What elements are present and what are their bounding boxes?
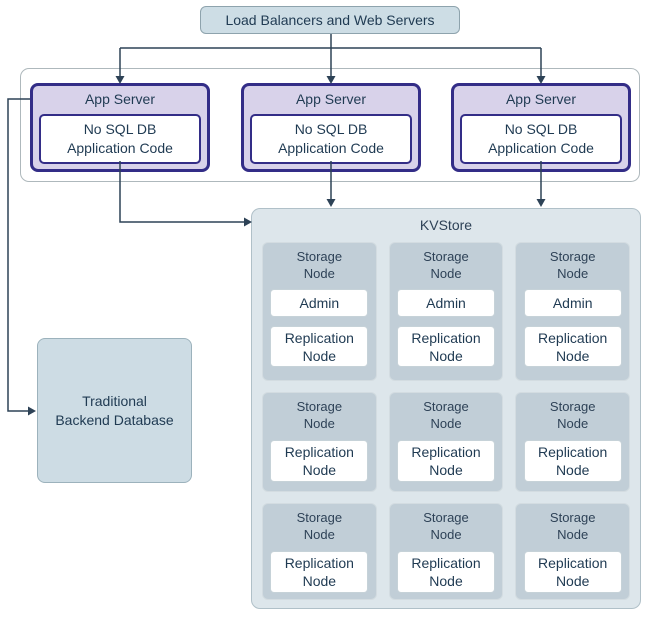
storage-node-4: Storage Node Replication Node <box>262 392 377 492</box>
replication-node-box: Replication Node <box>523 551 622 593</box>
storage-node-label: Storage Node <box>296 399 343 431</box>
traditional-backend-database-box: Traditional Backend Database <box>37 338 192 483</box>
storage-node-label: Storage Node <box>549 399 596 431</box>
replication-node-box: Replication Node <box>397 551 495 593</box>
kvstore-container: KVStore Storage Node Admin Replication N… <box>251 208 641 609</box>
arrowhead-right-backend-db <box>28 406 36 416</box>
storage-node-8: Storage Node Replication Node <box>388 503 504 600</box>
storage-node-label: Storage Node <box>296 249 343 281</box>
app-server-3-code-box: No SQL DB Application Code <box>460 114 622 164</box>
arrowhead-down-kvstore-right <box>536 199 546 207</box>
code-line-2: Application Code <box>278 140 384 156</box>
storage-node-label: Storage Node <box>423 399 469 431</box>
app-server-1: App Server No SQL DB Application Code <box>30 83 210 172</box>
app-server-2: App Server No SQL DB Application Code <box>241 83 421 172</box>
storage-node-1: Storage Node Admin Replication Node <box>262 242 377 381</box>
kvstore-row-2: Storage Node Replication Node Storage No… <box>262 392 631 492</box>
code-line-1: No SQL DB <box>83 121 157 137</box>
storage-node-label: Storage Node <box>423 249 469 281</box>
admin-box: Admin <box>270 289 369 317</box>
storage-node-label: Storage Node <box>549 249 596 281</box>
app-server-3-label: App Server <box>505 91 577 107</box>
code-line-2: Application Code <box>67 140 173 156</box>
storage-node-3: Storage Node Admin Replication Node <box>515 242 631 381</box>
storage-node-7: Storage Node Replication Node <box>262 503 377 600</box>
replication-node-box: Replication Node <box>397 326 495 367</box>
code-line-1: No SQL DB <box>294 121 368 137</box>
replication-node-box: Replication Node <box>523 326 622 367</box>
storage-node-2: Storage Node Admin Replication Node <box>388 242 504 381</box>
code-line-2: Application Code <box>488 140 594 156</box>
storage-node-label: Storage Node <box>296 510 343 542</box>
storage-node-6: Storage Node Replication Node <box>515 392 631 492</box>
arrowhead-down-kvstore-mid <box>326 199 336 207</box>
load-balancers-label: Load Balancers and Web Servers <box>225 12 435 28</box>
app-server-1-label: App Server <box>84 91 156 107</box>
admin-box: Admin <box>397 289 495 317</box>
storage-node-label: Storage Node <box>423 510 469 542</box>
storage-node-9: Storage Node Replication Node <box>515 503 631 600</box>
replication-node-box: Replication Node <box>270 551 369 593</box>
app-server-3: App Server No SQL DB Application Code <box>451 83 631 172</box>
replication-node-box: Replication Node <box>270 440 369 482</box>
kvstore-grid: Storage Node Admin Replication Node Stor… <box>252 242 640 600</box>
kvstore-title: KVStore <box>419 217 473 233</box>
app-server-2-code-box: No SQL DB Application Code <box>250 114 412 164</box>
replication-node-box: Replication Node <box>270 326 369 367</box>
load-balancers-box: Load Balancers and Web Servers <box>200 6 460 34</box>
app-server-2-label: App Server <box>295 91 367 107</box>
kvstore-row-1: Storage Node Admin Replication Node Stor… <box>262 242 631 381</box>
replication-node-box: Replication Node <box>523 440 622 482</box>
kvstore-row-3: Storage Node Replication Node Storage No… <box>262 503 631 600</box>
replication-node-box: Replication Node <box>397 440 495 482</box>
storage-node-label: Storage Node <box>549 510 596 542</box>
app-server-1-code-box: No SQL DB Application Code <box>39 114 201 164</box>
storage-node-5: Storage Node Replication Node <box>388 392 504 492</box>
admin-box: Admin <box>523 289 622 317</box>
code-line-1: No SQL DB <box>504 121 578 137</box>
